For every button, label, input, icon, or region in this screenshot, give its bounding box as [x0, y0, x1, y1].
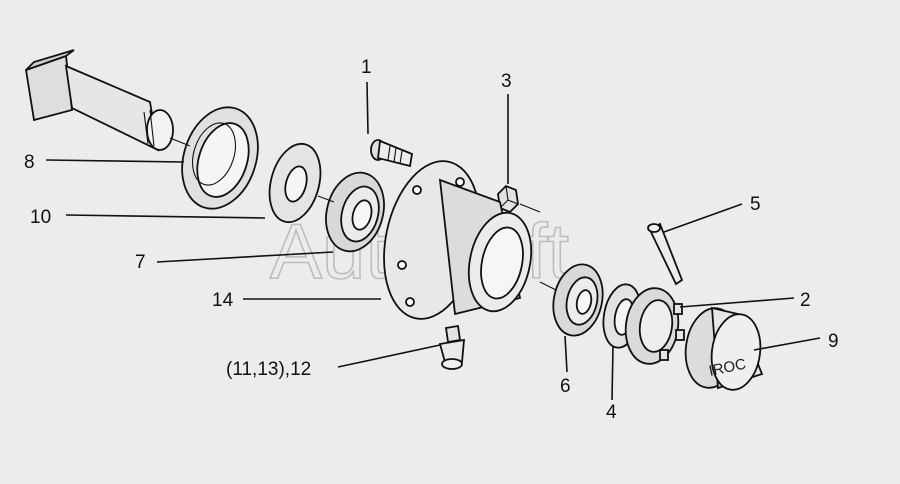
castle-nut-part	[624, 287, 685, 365]
label-9: 9	[828, 331, 839, 352]
label-3: 3	[501, 71, 512, 92]
label-12: (11,13),12	[226, 359, 311, 380]
cotter-pin-part	[647, 222, 684, 286]
label-6: 6	[560, 376, 571, 397]
washer-part	[268, 142, 322, 224]
grease-nipple-part	[438, 324, 466, 370]
label-5: 5	[750, 194, 761, 215]
label-10: 10	[30, 207, 51, 228]
hub-cap-part	[684, 306, 764, 391]
label-8: 8	[24, 152, 35, 173]
label-2: 2	[800, 290, 811, 311]
label-7: 7	[135, 252, 146, 273]
wheel-hub-part	[383, 160, 533, 320]
label-1: 1	[361, 57, 372, 78]
outer-bearing-part	[552, 263, 604, 337]
label-4: 4	[606, 402, 617, 423]
spindle-part	[24, 49, 174, 152]
seal-ring-part	[181, 106, 259, 210]
inner-bearing-part	[325, 171, 385, 253]
label-14: 14	[212, 290, 234, 311]
wheel-bolt-part	[370, 139, 414, 168]
